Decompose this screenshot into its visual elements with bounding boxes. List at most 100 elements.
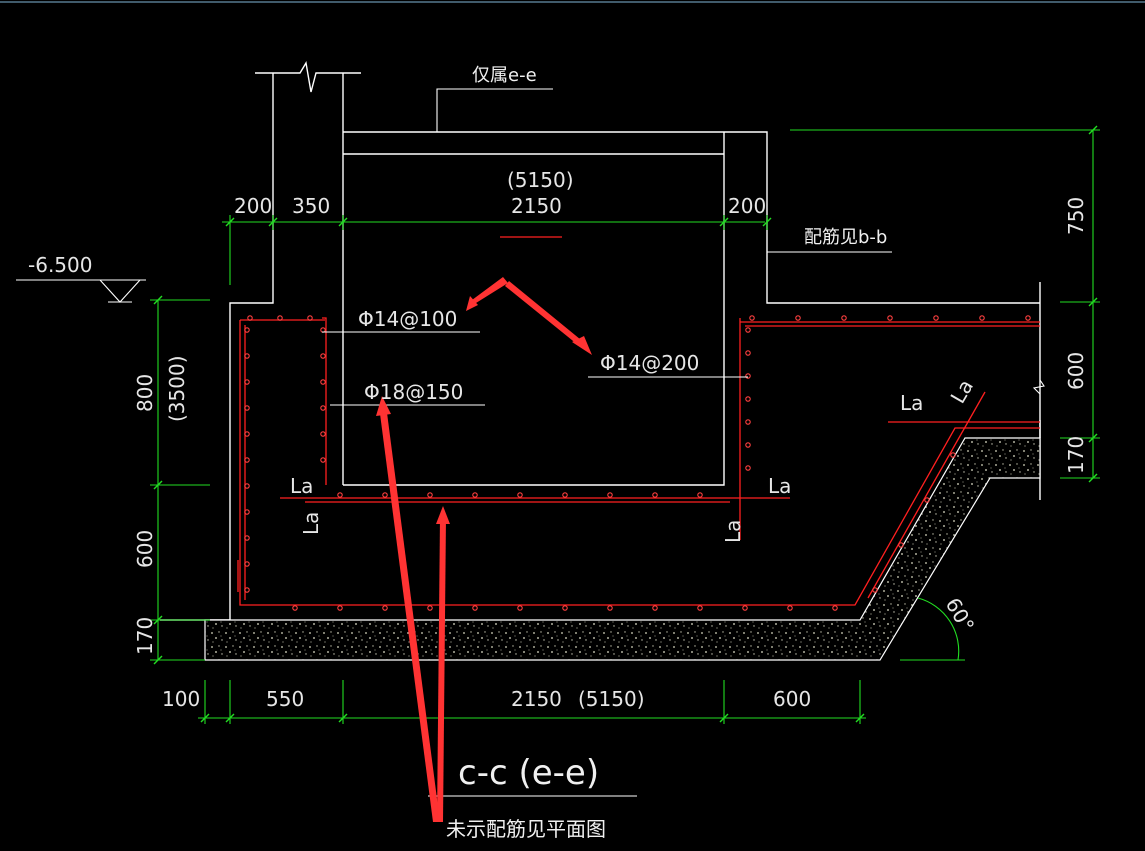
dim-right-600: 600 [1064, 352, 1088, 390]
rebar-dot [382, 605, 388, 611]
dimension-lines [150, 129, 1100, 724]
leader-lines [16, 88, 1045, 797]
dimension-tick [153, 295, 163, 305]
rebar-dot [607, 492, 613, 498]
label-la-4: La [299, 512, 323, 535]
label-la-5: La [721, 520, 745, 543]
dimension-tick [1088, 297, 1098, 307]
dim-top-350: 350 [292, 194, 330, 218]
rebar-dot [472, 492, 478, 498]
rebar-dot [427, 605, 433, 611]
label-bar-18-150: Φ18@150 [364, 380, 463, 404]
dimension-tick [225, 713, 235, 723]
label-bar-14-100: Φ14@100 [358, 307, 457, 331]
dimension-tick [200, 713, 210, 723]
dim-top-5150: (5150) [507, 168, 574, 192]
rebar-dot [652, 492, 658, 498]
dim-left-800: 800 [133, 374, 157, 412]
rebar-dot [244, 405, 250, 411]
rebar-dot [898, 542, 904, 548]
label-la-1: La [290, 474, 313, 498]
rebar-dot [933, 315, 939, 321]
rebar-dot [244, 379, 250, 385]
rebar-dot [745, 465, 751, 471]
rebar-dot [607, 605, 613, 611]
label-la-2: La [768, 474, 791, 498]
rebar-dot [292, 605, 298, 611]
rebar-dot [320, 431, 326, 437]
rebar-dot [247, 315, 253, 321]
dim-right-750: 750 [1064, 197, 1088, 235]
dimension-tick [153, 480, 163, 490]
dim-left-600: 600 [133, 530, 157, 568]
rebar-dot [562, 492, 568, 498]
dim-top-200-left: 200 [234, 194, 272, 218]
rebar-dot [950, 452, 956, 458]
dimension-tick [268, 217, 278, 227]
rebar-dot [244, 561, 250, 567]
section-title: c-c (e-e) [458, 753, 599, 793]
rebar-dot [337, 492, 343, 498]
rebar-dot [244, 457, 250, 463]
dimension-tick [338, 217, 348, 227]
rebar-dot [787, 605, 793, 611]
rebar-dot [382, 492, 388, 498]
rebar-dot [244, 327, 250, 333]
rebar-dot [872, 587, 878, 593]
label-la-6: La [946, 375, 978, 407]
rebar-dot [320, 405, 326, 411]
rebar-dot [745, 419, 751, 425]
rebar-dot [832, 605, 838, 611]
dim-bottom-5150: (5150) [578, 687, 645, 711]
rebar-dot [749, 315, 755, 321]
rebar-dot [795, 315, 801, 321]
note-text: 未示配筋见平面图 [446, 817, 606, 841]
rebar-dot [979, 315, 985, 321]
rebar-dot [652, 605, 658, 611]
rebar-dot [517, 605, 523, 611]
rebar-dot [697, 492, 703, 498]
dim-left-3500: (3500) [165, 355, 189, 422]
rebar-dot [320, 353, 326, 359]
dimension-tick [762, 217, 772, 227]
dimension-ticks [153, 125, 1098, 723]
rebar-dot [244, 509, 250, 515]
concrete-base [204, 437, 1041, 661]
rebar-dot [887, 315, 893, 321]
dim-top-200-right: 200 [728, 194, 766, 218]
dimension-tick [153, 655, 163, 665]
dim-top-2150: 2150 [511, 194, 562, 218]
rebar-dot [1025, 315, 1031, 321]
rebar-dot [427, 492, 433, 498]
label-la-3: La [900, 391, 923, 415]
dim-bottom-2150: 2150 [511, 687, 562, 711]
dimension-tick [225, 217, 235, 227]
rebar-dot [745, 396, 751, 402]
rebar-dot [244, 431, 250, 437]
rebar-dot [697, 605, 703, 611]
rebar-dot [841, 315, 847, 321]
rebar-dot [244, 535, 250, 541]
rebar-dot [745, 350, 751, 356]
label-rebar-ref-bb: 配筋见b-b [804, 227, 887, 248]
dimension-tick [855, 713, 865, 723]
rebar-dot [277, 315, 283, 321]
dim-left-170: 170 [133, 617, 157, 655]
dimension-tick [1088, 473, 1098, 483]
label-only-ee: 仅属e-e [472, 65, 537, 86]
rebar-dot [472, 605, 478, 611]
rebar-dot [307, 315, 313, 321]
rebar-dot [337, 605, 343, 611]
dimension-tick [153, 615, 163, 625]
label-bar-14-200: Φ14@200 [600, 351, 699, 375]
dim-right-170: 170 [1064, 436, 1088, 474]
dimension-tick [719, 713, 729, 723]
rebar-dot [244, 587, 250, 593]
rebar-dot [742, 605, 748, 611]
dim-bottom-600: 600 [773, 687, 811, 711]
dim-bottom-100: 100 [162, 687, 200, 711]
rebar-dot [244, 353, 250, 359]
rebar-dot [517, 492, 523, 498]
rebar-dot [745, 442, 751, 448]
